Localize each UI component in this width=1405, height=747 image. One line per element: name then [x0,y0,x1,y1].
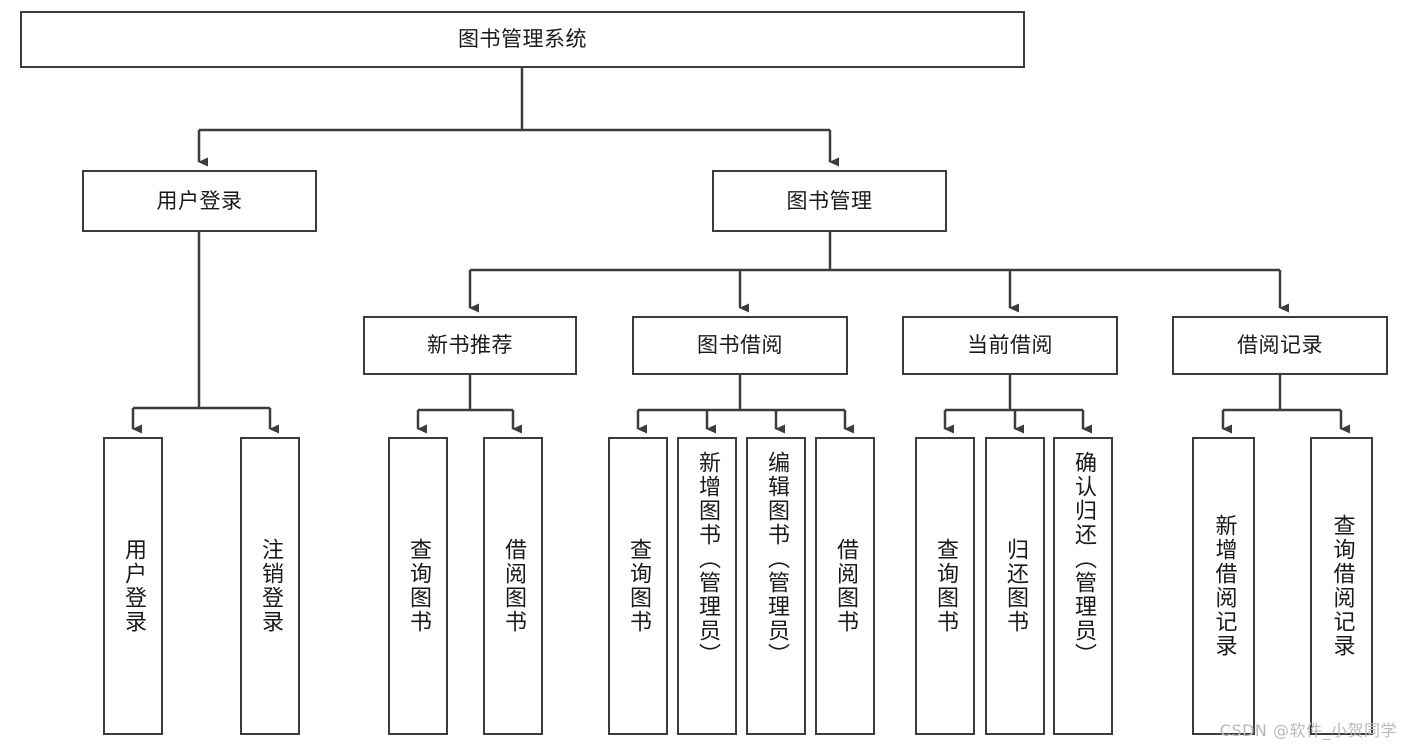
watermark: CSDN @软件_小贺同学 [1219,721,1397,740]
node-leaf-add-record[interactable]: 新增借阅记录 [1192,437,1255,735]
node-leaf-borrow-book-2[interactable]: 借阅图书 [815,437,875,735]
node-label: 新增借阅记录 [1211,514,1237,658]
node-label: 查询图书 [406,538,431,634]
node-label: 编辑图书（管理员） [764,451,789,667]
node-label: 新书推荐 [427,333,513,358]
node-label: 图书管理系统 [458,27,587,52]
node-label: 借阅图书 [833,538,858,634]
node-new-book-recommend[interactable]: 新书推荐 [363,316,577,375]
node-root[interactable]: 图书管理系统 [20,11,1025,68]
node-leaf-query-record[interactable]: 查询借阅记录 [1310,437,1373,735]
node-leaf-user-login[interactable]: 用户登录 [103,437,163,735]
node-label: 新增图书（管理员） [695,451,720,667]
node-label: 当前借阅 [967,333,1053,358]
node-label: 归还图书 [1003,538,1028,634]
node-label: 用户登录 [121,538,146,634]
node-leaf-logout[interactable]: 注销登录 [240,437,300,735]
node-book-management[interactable]: 图书管理 [712,170,947,232]
node-label: 注销登录 [258,538,283,634]
node-label: 查询图书 [933,538,958,634]
node-label: 借阅图书 [501,538,526,634]
node-leaf-query-book-2[interactable]: 查询图书 [608,437,668,735]
node-label: 确认归还（管理员） [1071,451,1096,667]
node-current-borrow[interactable]: 当前借阅 [902,316,1118,375]
node-label: 借阅记录 [1237,333,1323,358]
node-leaf-return-book[interactable]: 归还图书 [985,437,1045,735]
node-label: 图书管理 [786,188,873,213]
node-user-login[interactable]: 用户登录 [82,170,317,232]
node-leaf-confirm-return[interactable]: 确认归还（管理员） [1053,437,1113,735]
node-borrow-record[interactable]: 借阅记录 [1172,316,1388,375]
node-book-borrow[interactable]: 图书借阅 [632,316,848,375]
node-leaf-query-book-1[interactable]: 查询图书 [388,437,448,735]
node-leaf-query-book-3[interactable]: 查询图书 [915,437,975,735]
node-leaf-borrow-book-1[interactable]: 借阅图书 [483,437,543,735]
node-label: 查询图书 [626,538,651,634]
node-leaf-add-book[interactable]: 新增图书（管理员） [677,437,737,735]
node-label: 图书借阅 [697,333,783,358]
node-leaf-edit-book[interactable]: 编辑图书（管理员） [746,437,806,735]
node-label: 查询借阅记录 [1329,514,1355,658]
node-label: 用户登录 [156,188,243,213]
